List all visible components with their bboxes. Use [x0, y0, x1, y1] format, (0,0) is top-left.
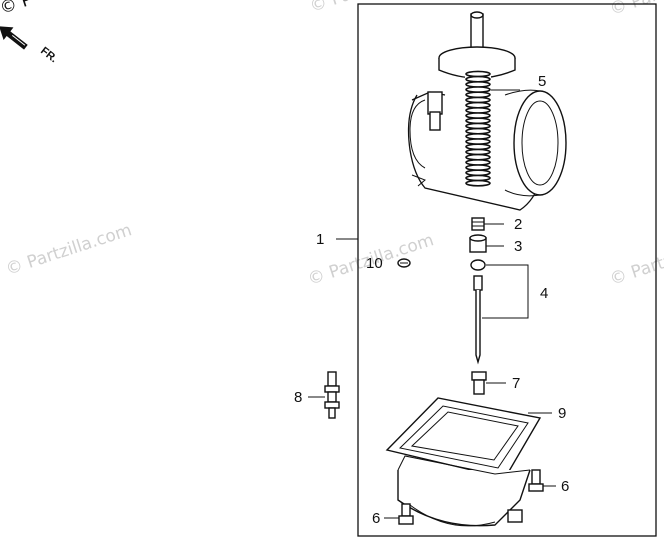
part-2-clip [471, 217, 504, 231]
callout-9: 9 [558, 405, 566, 422]
callout-4: 4 [540, 285, 548, 302]
assembly-frame [357, 3, 657, 537]
carburetor-body [407, 11, 567, 211]
watermark-corner: © P [0, 0, 35, 19]
spring-coil [465, 179, 491, 187]
part-6-screw-bottom [384, 503, 414, 525]
front-direction-arrow-icon [0, 26, 28, 50]
part-4-jet-needle [470, 259, 529, 365]
part-8-drain-screw [308, 371, 340, 419]
callout-2: 2 [514, 216, 522, 233]
callout-8: 8 [294, 389, 302, 406]
callout-1: 1 [316, 231, 324, 248]
part-6-screw-right [528, 469, 556, 492]
callout-labels: 1 2 3 4 5 6 6 7 8 9 10 [294, 73, 569, 527]
part-3-seat [469, 234, 504, 253]
watermark-left: © Partzilla.com [3, 220, 134, 280]
callout-5: 5 [538, 73, 546, 90]
front-direction-label: FR. [38, 45, 59, 65]
callout-10: 10 [366, 255, 383, 272]
part-9-gasket-and-bowl [385, 397, 552, 527]
callout-6-right: 6 [561, 478, 569, 495]
watermark-top: © Partzilla.com [307, 0, 438, 17]
spring-coils [465, 70, 491, 187]
part-10-plug [397, 258, 411, 268]
callout-6-bottom: 6 [372, 510, 380, 527]
callout-3: 3 [514, 238, 522, 255]
callout-7: 7 [512, 375, 520, 392]
part-7-main-jet [471, 371, 506, 395]
